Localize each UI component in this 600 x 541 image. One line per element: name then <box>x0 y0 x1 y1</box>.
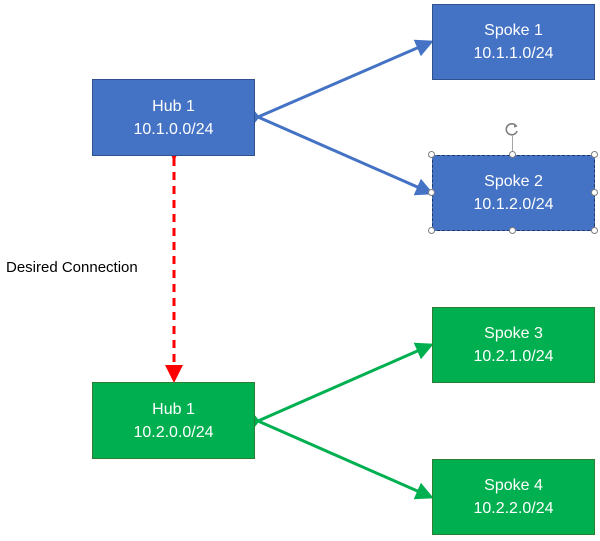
spoke2-title: Spoke 2 <box>484 173 543 190</box>
spoke2-node[interactable]: Spoke 2 10.1.2.0/24 <box>432 155 595 231</box>
rotate-stem <box>512 136 513 155</box>
spoke3-subnet: 10.2.1.0/24 <box>473 348 554 365</box>
resize-handle-bottom-left[interactable] <box>428 227 435 234</box>
link-hub1-spoke2[interactable] <box>240 102 434 196</box>
link-hub2-spoke4[interactable] <box>240 406 434 500</box>
spoke3-title: Spoke 3 <box>484 325 543 342</box>
spoke4-title: Spoke 4 <box>484 477 543 494</box>
hub1-top-node[interactable]: Hub 1 10.1.0.0/24 <box>92 79 255 156</box>
resize-handle-bottom-right[interactable] <box>591 227 598 234</box>
resize-handle-top-left[interactable] <box>428 151 435 158</box>
desired-connection-label: Desired Connection <box>6 259 138 276</box>
resize-handle-middle-left[interactable] <box>428 189 435 196</box>
link-hub2-spoke3[interactable] <box>240 342 434 436</box>
resize-handle-top-right[interactable] <box>591 151 598 158</box>
resize-handle-bottom-center[interactable] <box>509 227 516 234</box>
hub1-bottom-subnet: 10.2.0.0/24 <box>133 423 214 441</box>
resize-handle-top-center[interactable] <box>509 151 516 158</box>
link-hub1-spoke1[interactable] <box>240 39 434 132</box>
spoke4-node[interactable]: Spoke 4 10.2.2.0/24 <box>432 459 595 535</box>
resize-handle-middle-right[interactable] <box>591 189 598 196</box>
spoke3-node[interactable]: Spoke 3 10.2.1.0/24 <box>432 307 595 383</box>
spoke1-node[interactable]: Spoke 1 10.1.1.0/24 <box>432 4 595 80</box>
hub1-top-title: Hub 1 <box>152 97 195 115</box>
spoke2-subnet: 10.1.2.0/24 <box>473 196 554 213</box>
hub1-bottom-node[interactable]: Hub 1 10.2.0.0/24 <box>92 382 255 459</box>
spoke4-subnet: 10.2.2.0/24 <box>473 500 554 517</box>
spoke1-title: Spoke 1 <box>484 22 543 39</box>
rotate-handle-icon[interactable] <box>503 120 521 138</box>
spoke1-subnet: 10.1.1.0/24 <box>473 45 554 62</box>
hub1-bottom-title: Hub 1 <box>152 400 195 418</box>
hub1-top-subnet: 10.1.0.0/24 <box>133 120 214 138</box>
